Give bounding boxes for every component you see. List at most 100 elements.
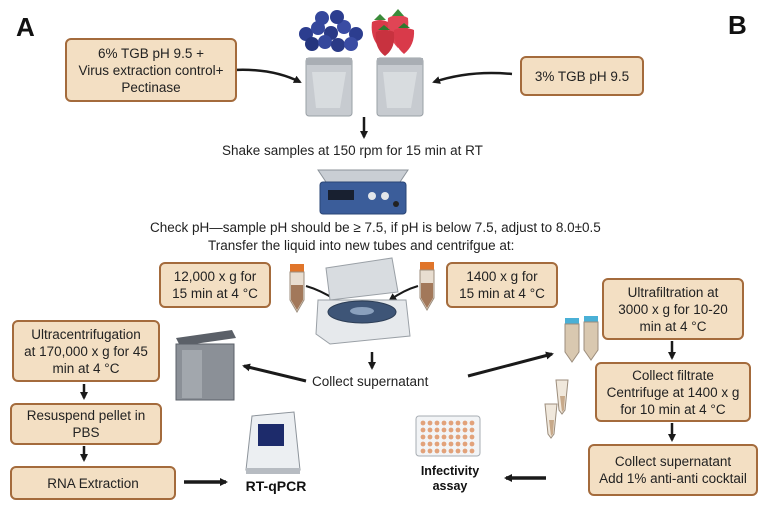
well xyxy=(441,434,447,440)
well xyxy=(441,448,447,454)
box-line: Centrifuge at 1400 x g xyxy=(606,384,740,400)
well xyxy=(469,441,475,447)
well xyxy=(469,448,475,454)
label-rt-qpcr: RT-qPCR xyxy=(245,478,307,494)
well xyxy=(455,420,461,426)
well xyxy=(434,434,440,440)
well xyxy=(420,420,426,426)
well xyxy=(455,434,461,440)
well xyxy=(434,427,440,433)
tube-right-icon xyxy=(419,262,435,311)
well xyxy=(434,448,440,454)
well xyxy=(441,427,447,433)
arrow-tgb6-to-bag xyxy=(232,68,302,84)
well xyxy=(420,434,426,440)
well xyxy=(455,448,461,454)
well xyxy=(441,441,447,447)
qpcr-machine-icon xyxy=(245,411,301,474)
ultracentrifuge-icon xyxy=(175,330,236,401)
well xyxy=(462,420,468,426)
box-line: min at 4 °C xyxy=(52,360,120,376)
step-transfer: Transfer the liquid into new tubes and c… xyxy=(208,238,515,253)
box-ultracentrifugation: Ultracentrifugation at 170,000 x g for 4… xyxy=(12,320,160,382)
well xyxy=(462,427,468,433)
box-line: 6% TGB pH 9.5 + xyxy=(98,45,204,61)
sample-bag-right-icon xyxy=(376,57,424,117)
well xyxy=(427,441,433,447)
ultrafiltration-tubes-icon xyxy=(564,316,599,363)
well xyxy=(448,448,454,454)
blueberries-icon xyxy=(299,10,363,52)
well xyxy=(455,427,461,433)
well xyxy=(441,420,447,426)
well xyxy=(469,427,475,433)
microtubes-icon xyxy=(544,379,569,439)
box-rna-extraction: RNA Extraction xyxy=(10,466,176,500)
box-line: Ultracentrifugation xyxy=(31,326,141,342)
well-plate-wells xyxy=(420,420,475,454)
well xyxy=(448,441,454,447)
well xyxy=(434,420,440,426)
box-line: 15 min at 4 °C xyxy=(172,286,258,301)
shaker-icon xyxy=(317,169,409,215)
panel-label-b: B xyxy=(728,10,747,40)
box-line: PBS xyxy=(72,425,100,440)
box-line: 12,000 x g for xyxy=(173,269,257,284)
arrow-to-ultrafiltration xyxy=(467,351,554,378)
well xyxy=(427,448,433,454)
box-line: Add 1% anti-anti cocktail xyxy=(599,471,747,486)
well xyxy=(420,427,426,433)
box-line: RNA Extraction xyxy=(47,475,139,491)
well xyxy=(427,427,433,433)
well xyxy=(462,434,468,440)
well xyxy=(462,448,468,454)
step-shake: Shake samples at 150 rpm for 15 min at R… xyxy=(222,143,483,158)
box-collect-filtrate: Collect filtrate Centrifuge at 1400 x g … xyxy=(595,362,751,422)
box-resuspend-pellet: Resuspend pellet in PBS xyxy=(10,403,162,445)
well xyxy=(427,420,433,426)
box-line: at 170,000 x g for 45 xyxy=(24,343,148,359)
box-line: Ultrafiltration at xyxy=(627,284,719,300)
box-line: min at 4 °C xyxy=(639,318,707,334)
benchtop-centrifuge-icon xyxy=(315,257,411,345)
box-1400g: 1400 x g for 15 min at 4 °C xyxy=(446,262,558,308)
label-line: assay xyxy=(432,479,468,493)
well xyxy=(469,420,475,426)
well xyxy=(434,441,440,447)
well xyxy=(448,427,454,433)
box-12000g: 12,000 x g for 15 min at 4 °C xyxy=(159,262,271,308)
well xyxy=(427,434,433,440)
label-infectivity-assay: Infectivity assay xyxy=(408,464,492,494)
arrow-tube-right xyxy=(388,285,419,302)
well xyxy=(448,434,454,440)
step-collect-supernatant: Collect supernatant xyxy=(312,374,429,389)
box-line: Resuspend pellet in xyxy=(26,408,146,423)
box-6-tgb-virus-control-pectinase: 6% TGB pH 9.5 + Virus extraction control… xyxy=(65,38,237,102)
well xyxy=(455,441,461,447)
box-line: 3% TGB pH 9.5 xyxy=(534,68,630,84)
box-ultrafiltration: Ultrafiltration at 3000 x g for 10-20 mi… xyxy=(602,278,744,340)
well xyxy=(420,441,426,447)
box-3-tgb: 3% TGB pH 9.5 xyxy=(520,56,644,96)
box-line: Collect filtrate xyxy=(632,367,714,383)
box-line: 15 min at 4 °C xyxy=(459,286,545,301)
tube-left-icon xyxy=(289,264,305,313)
well xyxy=(420,448,426,454)
box-line: Collect supernatant xyxy=(614,454,732,469)
arrow-to-ultracentrifuge xyxy=(242,363,307,383)
well xyxy=(462,441,468,447)
box-line: for 10 min at 4 °C xyxy=(620,401,726,417)
sample-bag-left-icon xyxy=(305,57,353,117)
well xyxy=(448,420,454,426)
step-check-ph: Check pH—sample pH should be ≥ 7.5, if p… xyxy=(150,220,601,235)
box-line: Virus extraction control+ xyxy=(78,62,224,78)
box-line: 3000 x g for 10-20 xyxy=(618,301,728,317)
arrow-tgb3-to-bag xyxy=(432,71,513,84)
box-line: Pectinase xyxy=(121,79,181,95)
panel-label-a: A xyxy=(16,12,35,42)
well xyxy=(469,434,475,440)
label-line: Infectivity xyxy=(420,464,480,478)
box-line: 1400 x g for xyxy=(466,269,538,284)
strawberries-icon xyxy=(371,9,415,56)
